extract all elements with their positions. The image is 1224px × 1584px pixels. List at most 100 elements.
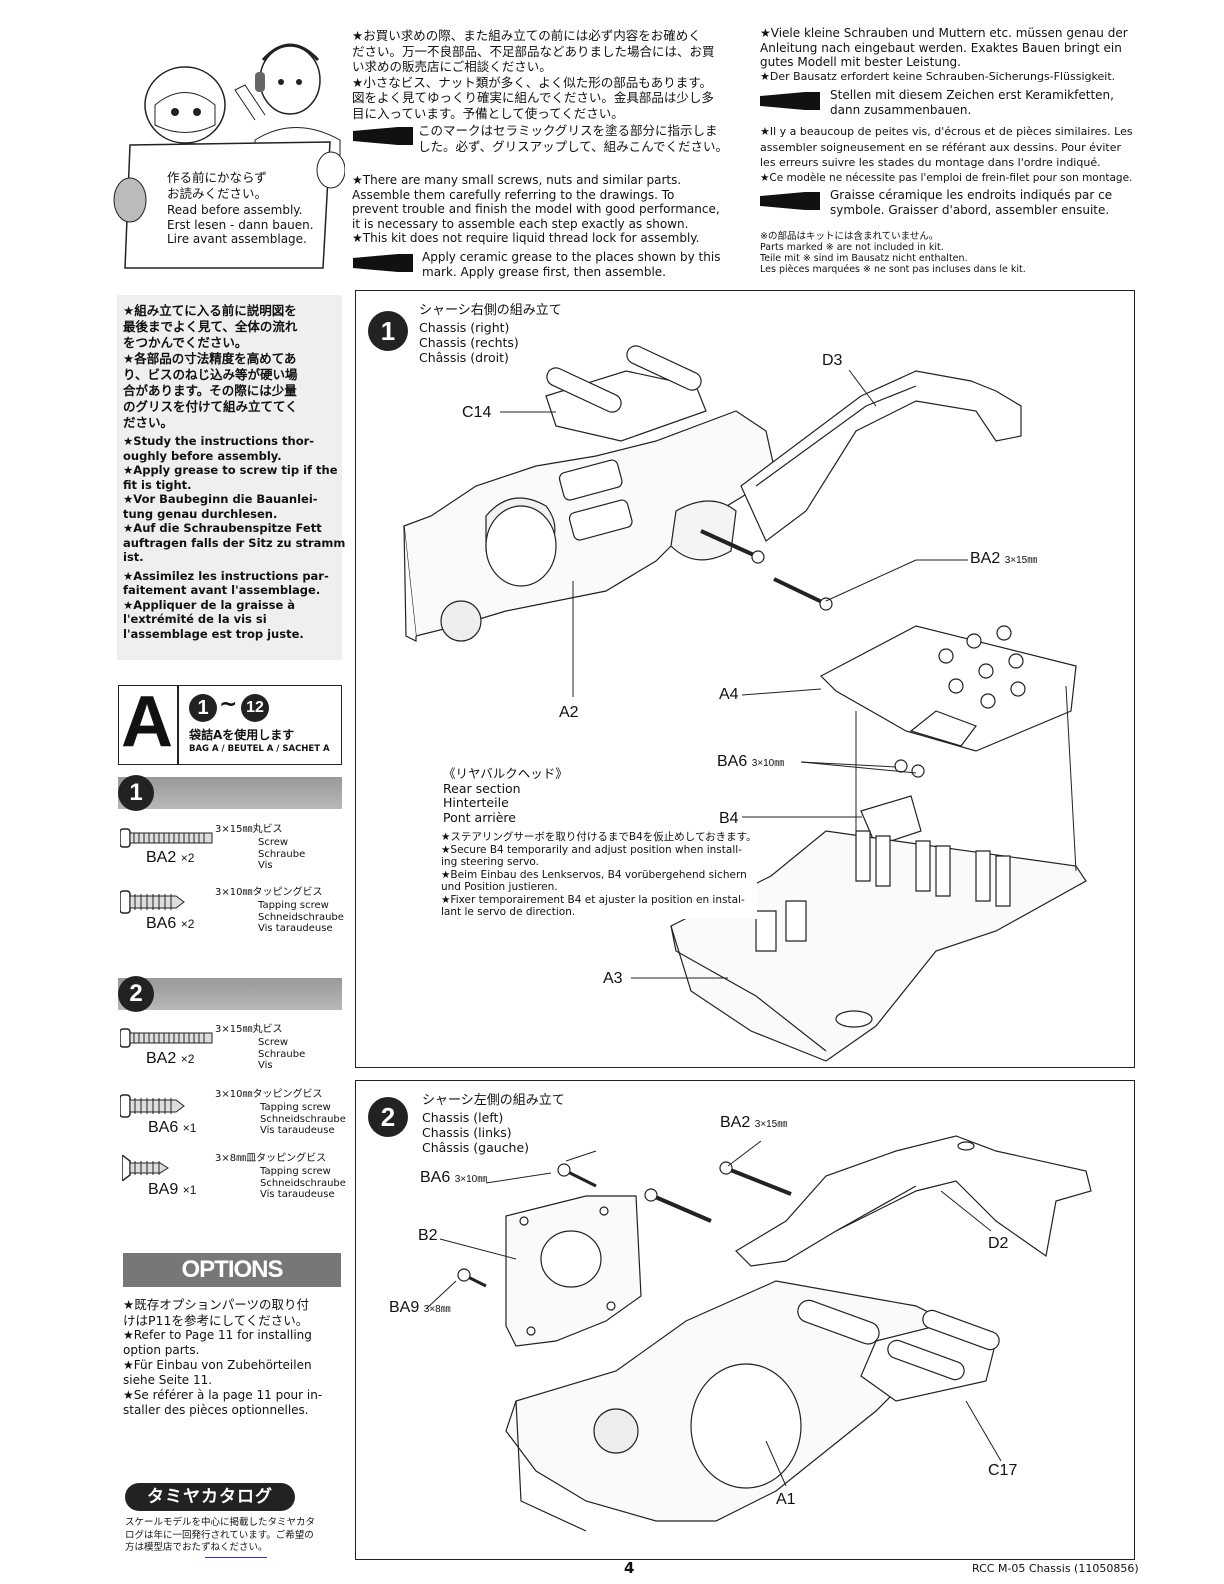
label-ba2-code: BA2 bbox=[970, 550, 1001, 567]
grease-fr-line: Graisse céramique les endroits indiqués … bbox=[830, 188, 1113, 202]
label-a2: A2 bbox=[559, 704, 579, 721]
options-en-line: option parts. bbox=[123, 1343, 200, 1357]
tips-de-line: ★Vor Baubeginn die Bauanlei- bbox=[123, 492, 318, 506]
label-ba2: BA2 3×15㎜ bbox=[720, 1114, 787, 1132]
tapping-screw-icon bbox=[120, 1093, 190, 1119]
part-name: Tapping screw bbox=[260, 1102, 331, 1113]
rear-note-line: lant le servo de direction. bbox=[441, 906, 576, 918]
label-c14: C14 bbox=[462, 404, 492, 421]
step1-de: Chassis (rechts) bbox=[419, 335, 519, 350]
part-size: 3×8㎜皿タッピングビス bbox=[215, 1153, 327, 1164]
card-jp-line: 作る前にかならず bbox=[167, 170, 267, 185]
part-qty: ×1 bbox=[182, 1183, 197, 1197]
page-number: 4 bbox=[624, 1559, 635, 1577]
note-line: Parts marked ※ are not included in kit. bbox=[760, 242, 944, 253]
part-code: BA2 bbox=[146, 1050, 177, 1067]
options-en-line: ★Refer to Page 11 for installing bbox=[123, 1328, 312, 1342]
step1-en: Chassis (right) bbox=[419, 320, 510, 335]
tips-fr-line: ★Appliquer de la graisse à bbox=[123, 597, 296, 612]
tips-de-line: ★Auf die Schraubenspitze Fett bbox=[123, 521, 322, 535]
options-banner: OPTIONS bbox=[123, 1253, 341, 1287]
label-ba6-size: 3×10㎜ bbox=[751, 758, 785, 769]
label-b4: B4 bbox=[719, 810, 739, 827]
intro-en: ★There are many small screws, nuts and s… bbox=[352, 173, 720, 246]
countersunk-tapping-screw-icon bbox=[122, 1155, 182, 1181]
part-name: Schneidschraube bbox=[258, 911, 344, 923]
mechanics-illustration bbox=[105, 20, 345, 270]
grease-jp-line: した。必ず、グリスアップして、組みこんでください。 bbox=[418, 138, 729, 154]
label-b2: B2 bbox=[418, 1227, 438, 1244]
catalog-banner: タミヤカタログ bbox=[125, 1483, 295, 1511]
part-ba2-step1: BA2 ×2 3×15㎜丸ビス Screw Schraube Vis bbox=[118, 822, 358, 877]
bag-langs: BAG A / BEUTEL A / SACHET A bbox=[189, 744, 330, 754]
rear-note-line: ★Fixer temporairement B4 et ajuster la p… bbox=[441, 893, 745, 906]
intro-fr-line: les erreurs suivre les stades du montage… bbox=[760, 156, 1101, 169]
options-fr-line: staller des pièces optionnelles. bbox=[123, 1403, 309, 1417]
intro-jp-line: い求めの販売店にご相談ください。 bbox=[352, 59, 552, 74]
part-code: BA6 bbox=[146, 915, 177, 932]
grease-en-line: Apply ceramic grease to the places shown… bbox=[422, 250, 721, 264]
catalog-line: ログは年に一回発行されています。ご希望の bbox=[125, 1529, 314, 1541]
grease-mark-icon bbox=[353, 252, 413, 274]
catalog-line: スケールモデルを中心に掲載したタミヤカタ bbox=[125, 1517, 316, 1528]
step2-de: Chassis (links) bbox=[422, 1125, 512, 1140]
intro-fr-line: ★Il y a beaucoup de peites vis, d'écrous… bbox=[760, 125, 1133, 138]
tips-jp-line: ★各部品の寸法精度を高めてあ bbox=[123, 351, 297, 366]
intro-en-line: prevent trouble and finish the model wit… bbox=[352, 202, 720, 216]
tips-jp-line: をつかんでください。 bbox=[123, 335, 248, 350]
step2-jp: シャーシ左側の組み立て bbox=[422, 1093, 565, 1108]
step1-number: 1 bbox=[368, 311, 408, 351]
tips-de-line: ist. bbox=[123, 550, 144, 564]
label-ba6-code: BA6 bbox=[717, 753, 748, 770]
tips-jp-line: のグリスを付けて組み立ててく bbox=[123, 399, 298, 414]
part-ba2-step2: BA2 ×2 3×15㎜丸ビス Screw Schraube Vis bbox=[118, 1022, 358, 1077]
step1-jp: シャーシ右側の組み立て bbox=[419, 303, 562, 318]
intro-jp-line: ださい。万一不良部品、不足部品などありました場合には、お買 bbox=[352, 43, 715, 59]
label-ba2: BA2 3×15㎜ bbox=[970, 550, 1037, 568]
parts-step1-bar: 1 bbox=[118, 775, 342, 811]
label-ba6-code: BA6 bbox=[420, 1169, 451, 1186]
intro-grease-en: Apply ceramic grease to the places shown… bbox=[422, 250, 720, 279]
tips-jp-line: 最後までよく見て、全体の流れ bbox=[123, 319, 298, 334]
tips-en-line: oughly before assembly. bbox=[123, 448, 282, 463]
part-size: 3×15㎜丸ビス bbox=[215, 1024, 283, 1035]
part-name: Vis taraudeuse bbox=[258, 923, 333, 934]
card-en: Read before assembly. bbox=[167, 203, 303, 217]
part-code: BA2 bbox=[146, 849, 177, 866]
step2-box: 2 シャーシ左側の組み立て Chassis (left) Chassis (li… bbox=[355, 1080, 1135, 1560]
part-code: BA6 bbox=[148, 1119, 179, 1136]
intro-en-line: ★There are many small screws, nuts and s… bbox=[352, 173, 682, 187]
part-name: Vis taraudeuse bbox=[260, 1189, 335, 1200]
part-ba9-step2: BA9 ×1 3×8㎜皿タッピングビス Tapping screw Schnei… bbox=[118, 1151, 358, 1206]
note-line: Teile mit ※ sind im Bausatz nicht enthal… bbox=[760, 253, 968, 264]
label-ba6-size: 3×10㎜ bbox=[454, 1174, 488, 1185]
parts-step2-bar: 2 bbox=[118, 976, 342, 1012]
options-fr-line: ★Se référer à la page 11 pour in- bbox=[123, 1388, 323, 1402]
part-qty: ×2 bbox=[180, 851, 195, 865]
parts-not-included-notes: ※の部品はキットには含まれていません。 Parts marked ※ are n… bbox=[760, 231, 1026, 275]
intro-de-line: ★Der Bausatz erfordert keine Schrauben-S… bbox=[760, 69, 1116, 83]
part-size: 3×10㎜タッピングビス bbox=[215, 887, 323, 898]
chassis-left-drawing bbox=[356, 1081, 1134, 1559]
intro-jp: ★お買い求めの際、また組み立ての前には必ず内容をお確めく ださい。万一不良部品、… bbox=[352, 28, 715, 121]
grease-mark-icon bbox=[760, 190, 820, 212]
intro-en-line: it is necessary to assemble each step ex… bbox=[352, 216, 689, 231]
parts-step1-number: 1 bbox=[118, 775, 154, 811]
part-name: Tapping screw bbox=[260, 1166, 331, 1177]
label-ba9-size: 3×8㎜ bbox=[423, 1304, 451, 1315]
parts-step2-number: 2 bbox=[118, 976, 154, 1012]
read-before-assembly-illustration: 作る前にかならず お読みください。 Read before assembly. … bbox=[105, 20, 345, 270]
rear-note-line: ★Secure B4 temporarily and adjust positi… bbox=[441, 843, 742, 856]
tips-jp-line: ださい。 bbox=[123, 415, 174, 430]
label-ba6: BA6 3×10㎜ bbox=[717, 753, 784, 771]
step1-box: 1 シャーシ右側の組み立て Chassis (right) Chassis (r… bbox=[355, 290, 1135, 1068]
intro-de-line: Anleitung nach eingebaut werden. Exaktes… bbox=[760, 40, 1122, 55]
catalog-text: スケールモデルを中心に掲載したタミヤカタ ログは年に一回発行されています。ご希望… bbox=[125, 1517, 315, 1555]
part-qty: ×2 bbox=[180, 917, 195, 931]
label-ba2-size: 3×15㎜ bbox=[754, 1119, 788, 1130]
round-screw-icon bbox=[120, 827, 215, 849]
catalog-title: タミヤカタログ bbox=[147, 1487, 273, 1507]
tips-en-line: ★Study the instructions thor- bbox=[123, 434, 315, 448]
options-de-line: siehe Seite 11. bbox=[123, 1373, 213, 1387]
intro-de-line: ★Viele kleine Schrauben und Muttern etc.… bbox=[760, 26, 1128, 40]
